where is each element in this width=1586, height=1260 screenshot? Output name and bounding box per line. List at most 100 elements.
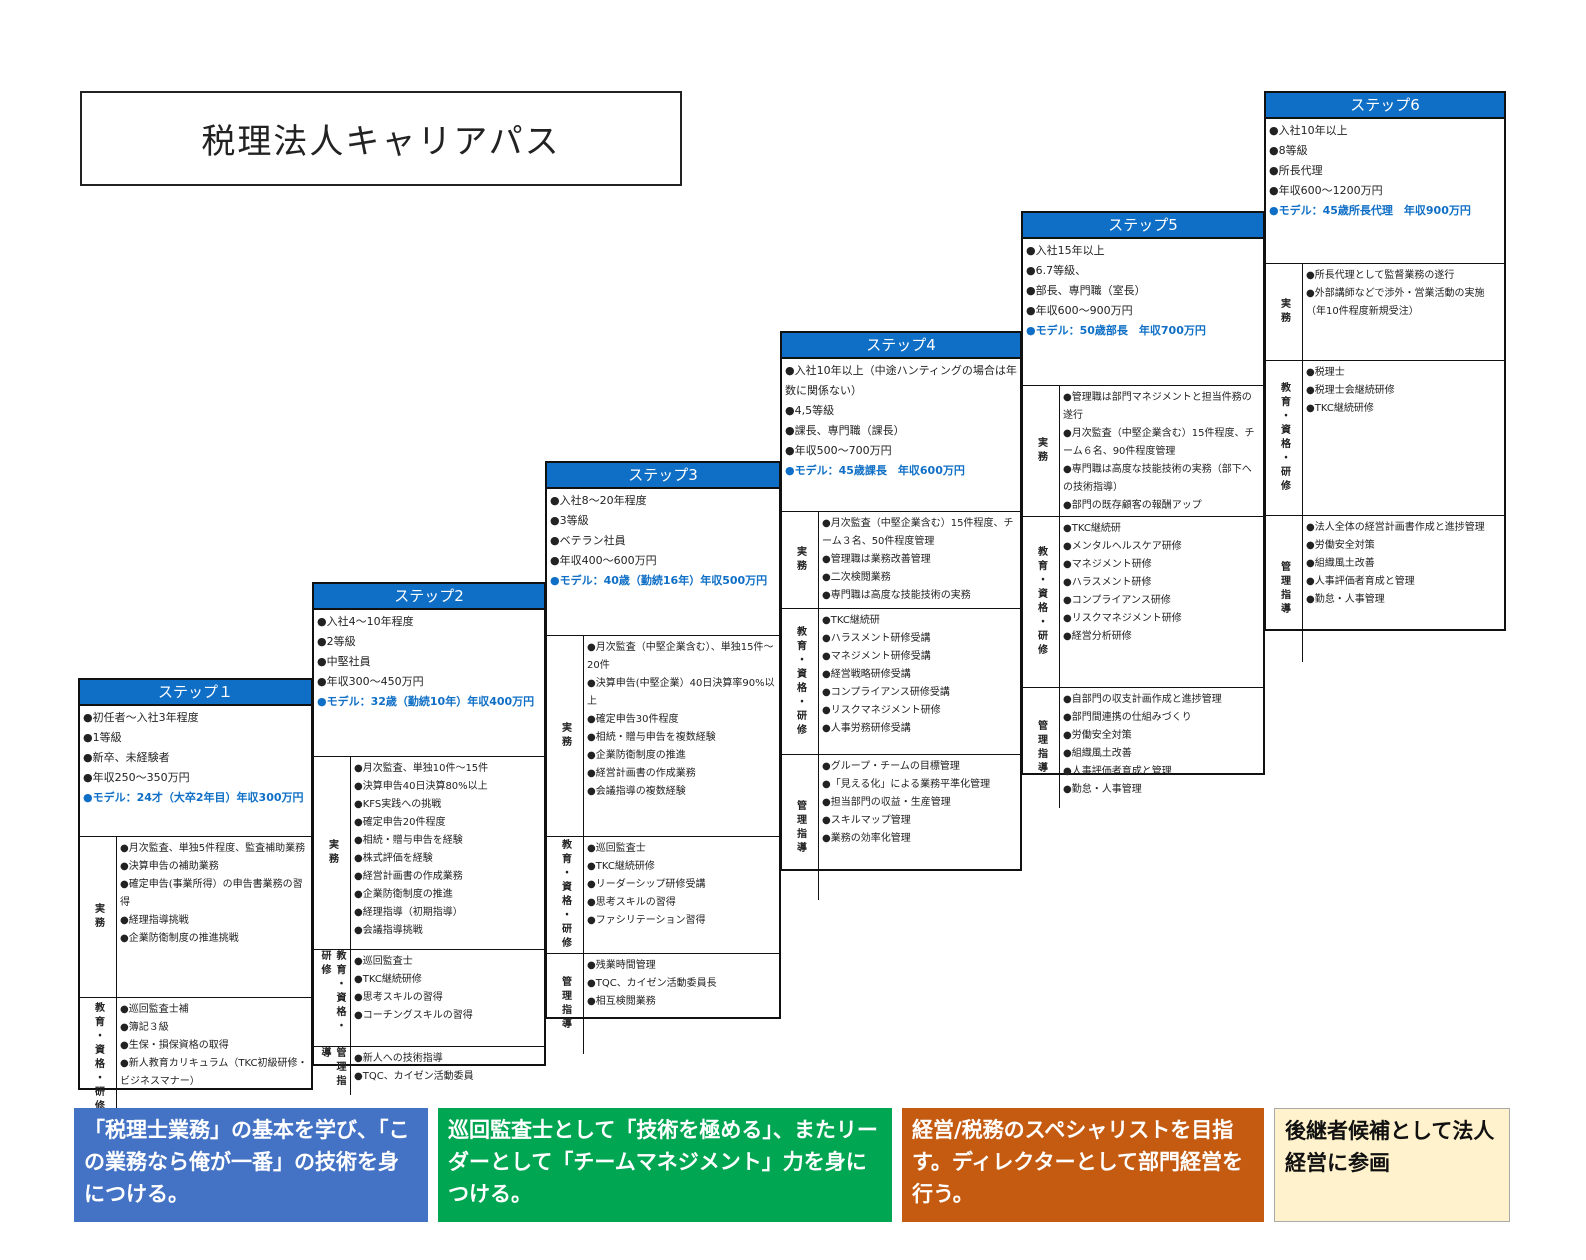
section-items: ●巡回監査士補●簿記３級●生保・損保資格の取得●新人教育カリキュラム（TKC初級… xyxy=(117,998,311,1118)
section-items: ●TKC継続研●ハラスメント研修受講●マネジメント研修受講●経営戦略研修受講●コ… xyxy=(819,609,1020,754)
model-line: ●モデル：24才（大卒2年目）年収300万円 xyxy=(83,791,304,804)
step-header: ステップ4 xyxy=(782,333,1020,359)
step-header: ステップ5 xyxy=(1023,213,1263,239)
section-label: 教育・資格・研修 xyxy=(1266,361,1303,515)
goal-box-3: 経営/税務のスペシャリストを目指す。ディレクターとして部門経営を行う。 xyxy=(902,1108,1264,1222)
section-item: ●経営計画書の作成業務 xyxy=(354,871,463,882)
section-label: 教育・資格・研修 xyxy=(782,609,819,754)
info-line: ●入社10年以上 xyxy=(1269,124,1348,137)
section-item: ●所長代理として監督業務の遂行 xyxy=(1306,270,1455,281)
step-section: 教育・資格・研修●TKC継続研●メンタルヘルスケア研修●マネジメント研修●ハラス… xyxy=(1023,516,1263,687)
section-items: ●月次監査、単独5件程度、監査補助業務●決算申告の補助業務●確定申告(事業所得）… xyxy=(117,837,311,997)
page-title: 税理法人キャリアパス xyxy=(201,122,561,162)
info-line: ●年収600〜900万円 xyxy=(1026,304,1133,317)
section-item: ●リスクマネジメント研修 xyxy=(1063,613,1182,624)
model-line: ●モデル：45歳所長代理 年収900万円 xyxy=(1269,204,1471,217)
section-item: ●月次監査（中堅企業含む）15件程度、チーム６名、90件程度管理 xyxy=(1063,428,1255,457)
step-card-2: ステップ2●入社4〜10年程度●2等級●中堅社員●年収300〜450万円●モデル… xyxy=(312,582,546,1095)
model-line: ●モデル：50歳部長 年収700万円 xyxy=(1026,324,1206,337)
section-items: ●月次監査（中堅企業含む）15件程度、チーム３名、50件程度管理●管理職は業務改… xyxy=(819,512,1020,608)
section-item: ●勤怠・人事管理 xyxy=(1306,594,1385,605)
section-item: ●確定申告30件程度 xyxy=(587,714,679,725)
section-items: ●所長代理として監督業務の遂行●外部講師などで渉外・営業活動の実施（年10件程度… xyxy=(1303,264,1504,360)
section-item: ●自部門の収支計画作成と進捗管理 xyxy=(1063,694,1222,705)
step-header: ステップ2 xyxy=(314,584,544,610)
step-section: 教育・資格・研修●巡回監査士●TKC継続研修●リーダーシップ研修受講●思考スキル… xyxy=(547,836,779,953)
step-section: 管理指導●残業時間管理●TQC、カイゼン活動委員長●相互検閲業務 xyxy=(547,953,779,1054)
section-item: ●専門職は高度な技能技術の実務（部下への技術指導） xyxy=(1063,464,1252,493)
section-items: ●自部門の収支計画作成と進捗管理●部門間連携の仕組みづくり●労働安全対策●組織風… xyxy=(1060,688,1263,808)
step-section: 教育・資格・研修●巡回監査士補●簿記３級●生保・損保資格の取得●新人教育カリキュ… xyxy=(80,997,311,1118)
section-item: ●グループ・チームの目標管理 xyxy=(822,761,960,772)
section-item: ●簿記３級 xyxy=(120,1022,169,1033)
section-label: 実務 xyxy=(1266,264,1303,360)
section-item: ●思考スキルの習得 xyxy=(587,897,676,908)
section-label: 教育・資格・研修 xyxy=(547,837,584,953)
section-item: ●TKC継続研 xyxy=(822,615,880,626)
section-label: 管理指導 xyxy=(1023,688,1060,808)
section-item: ●組織風土改善 xyxy=(1063,748,1132,759)
section-item: ●経営計画書の作成業務 xyxy=(587,768,696,779)
section-item: ●部門の既存顧客の報酬アップ xyxy=(1063,500,1202,511)
section-item: ●リーダーシップ研修受講 xyxy=(587,879,706,890)
section-item: ●二次検閲業務 xyxy=(822,572,891,583)
section-item: ●TKC継続研 xyxy=(1063,523,1121,534)
section-item: ●人事労務研修受講 xyxy=(822,723,911,734)
section-item: ●業務の効率化管理 xyxy=(822,833,911,844)
section-items: ●巡回監査士●TKC継続研修●リーダーシップ研修受講●思考スキルの習得●ファシリ… xyxy=(584,837,779,953)
section-item: ●TQC、カイゼン活動委員長 xyxy=(587,978,717,989)
title-box: 税理法人キャリアパス xyxy=(80,91,682,186)
section-item: ●月次監査（中堅企業含む）、単独15件〜20件 xyxy=(587,642,774,671)
section-item: ●労働安全対策 xyxy=(1063,730,1132,741)
section-item: ●会議指導挑戦 xyxy=(354,925,423,936)
section-item: ●確定申告20件程度 xyxy=(354,817,446,828)
section-item: ●人事評価者育成と管理 xyxy=(1063,766,1172,777)
section-items: ●TKC継続研●メンタルヘルスケア研修●マネジメント研修●ハラスメント研修●コン… xyxy=(1060,517,1263,687)
step-section: 実務●月次監査、単独5件程度、監査補助業務●決算申告の補助業務●確定申告(事業所… xyxy=(80,836,311,997)
section-label: 管理指導 xyxy=(782,755,819,900)
section-item: ●企業防衛制度の推進 xyxy=(587,750,686,761)
section-item: ●確定申告(事業所得）の申告書業務の習得 xyxy=(120,879,303,908)
info-line: ●新卒、未経験者 xyxy=(83,751,170,764)
model-line: ●モデル：40歳（勤続16年）年収500万円 xyxy=(550,574,768,587)
info-line: ●課長、専門職（課長） xyxy=(785,424,905,437)
section-label: 実務 xyxy=(1023,386,1060,516)
step-section: 管理指導●グループ・チームの目標管理●「見える化」による業務平準化管理●担当部門… xyxy=(782,754,1020,900)
section-item: ●企業防衛制度の推進挑戦 xyxy=(120,933,239,944)
step-info: ●入社4〜10年程度●2等級●中堅社員●年収300〜450万円●モデル：32歳（… xyxy=(314,610,544,756)
info-line: ●6.7等級、 xyxy=(1026,264,1087,277)
model-line: ●モデル：32歳（勤続10年）年収400万円 xyxy=(317,695,535,708)
step-section: 教育・資格・研修●巡回監査士●TKC継続研修●思考スキルの習得●コーチングスキル… xyxy=(314,949,544,1046)
step-section: 教育・資格・研修●税理士●税理士会継続研修●TKC継続研修 xyxy=(1266,360,1504,515)
info-line: ●2等級 xyxy=(317,635,356,648)
step-card-4: ステップ4●入社10年以上（中途ハンティングの場合は年数に関係ない）●4,5等級… xyxy=(780,331,1022,900)
step-section: 管理指導●自部門の収支計画作成と進捗管理●部門間連携の仕組みづくり●労働安全対策… xyxy=(1023,687,1263,808)
section-item: ●決算申告(中堅企業）40日決算率90%以上 xyxy=(587,678,775,707)
section-item: ●新人への技術指導 xyxy=(354,1053,443,1064)
model-line: ●モデル：45歳課長 年収600万円 xyxy=(785,464,965,477)
section-item: ●TKC継続研修 xyxy=(587,861,655,872)
section-item: ●労働安全対策 xyxy=(1306,540,1375,551)
section-item: ●コーチングスキルの習得 xyxy=(354,1010,473,1021)
info-line: ●8等級 xyxy=(1269,144,1308,157)
section-label: 実務 xyxy=(547,636,584,836)
section-item: ●ハラスメント研修受講 xyxy=(822,633,931,644)
section-item: ●月次監査（中堅企業含む）15件程度、チーム３名、50件程度管理 xyxy=(822,518,1014,547)
section-item: ●専門職は高度な技能技術の実務 xyxy=(822,590,971,601)
section-item: ●税理士 xyxy=(1306,367,1345,378)
info-line: ●部長、専門職（室長） xyxy=(1026,284,1146,297)
section-item: ●残業時間管理 xyxy=(587,960,656,971)
info-line: ●所長代理 xyxy=(1269,164,1323,177)
section-items: ●月次監査（中堅企業含む）、単独15件〜20件 ●決算申告(中堅企業）40日決算率… xyxy=(584,636,779,836)
section-item: ●TQC、カイゼン活動委員 xyxy=(354,1071,474,1082)
step-section: 実務●管理職は部門マネジメントと担当件務の遂行●月次監査（中堅企業含む）15件程… xyxy=(1023,385,1263,516)
info-line: ●ベテラン社員 xyxy=(550,534,626,547)
step-section: 実務●所長代理として監督業務の遂行●外部講師などで渉外・営業活動の実施（年10件… xyxy=(1266,263,1504,360)
step-section: 管理指導●法人全体の経営計画書作成と進捗管理●労働安全対策●組織風土改善●人事評… xyxy=(1266,515,1504,662)
section-item: ●組織風土改善 xyxy=(1306,558,1375,569)
section-item: ●ファシリテーション習得 xyxy=(587,915,706,926)
info-line: ●1等級 xyxy=(83,731,122,744)
section-item: ●経営戦略研修受講 xyxy=(822,669,911,680)
step-section: 実務●月次監査（中堅企業含む）15件程度、チーム３名、50件程度管理●管理職は業… xyxy=(782,511,1020,608)
info-line: ●初任者〜入社3年程度 xyxy=(83,711,199,724)
